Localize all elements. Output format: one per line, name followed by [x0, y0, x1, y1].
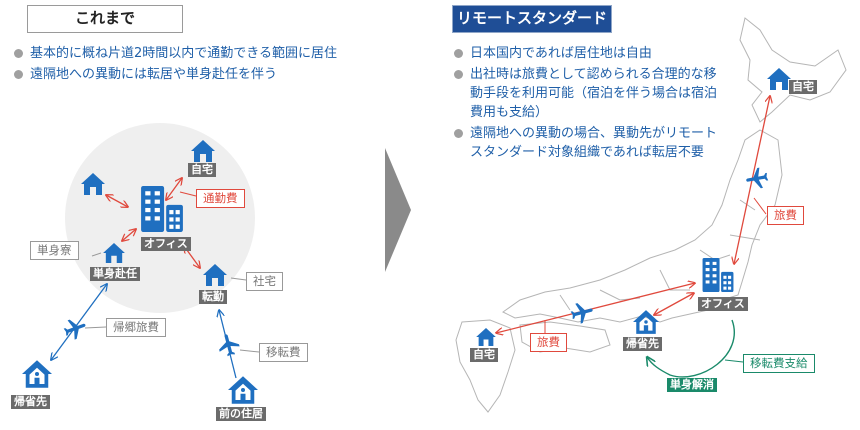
bullet: 遠隔地への異動の場合、異動先がリモートスタンダード対象組織であれば転居不要	[450, 124, 720, 162]
chevron-right-icon	[385, 148, 411, 272]
callout-relocation-cost: 移転費	[259, 343, 308, 362]
home-icon	[476, 328, 496, 346]
callout-travel-cost-north: 旅費	[767, 206, 804, 225]
arrow	[496, 283, 695, 333]
arrow	[166, 178, 182, 200]
bullet: 基本的に概ね片道2時間以内で通勤できる範囲に居住	[10, 44, 360, 63]
label-office: オフィス	[698, 297, 748, 311]
label-hometown: 帰省先	[623, 337, 662, 351]
arrow	[654, 293, 694, 315]
callout-home-travel-cost: 帰郷旅費	[106, 318, 166, 337]
label-hometown: 帰省先	[11, 395, 50, 409]
left-bullets: 基本的に概ね片道2時間以内で通勤できる範囲に居住 遠隔地への異動には転居や単身赴…	[10, 44, 360, 86]
label-home: 自宅	[188, 163, 216, 177]
callout-company-housing: 社宅	[246, 272, 283, 291]
arrow	[122, 229, 136, 241]
label-office: オフィス	[141, 237, 191, 251]
label-end-single-assignment: 単身解消	[667, 378, 717, 392]
callout-dormitory: 単身寮	[30, 241, 79, 260]
airplane-icon	[744, 166, 770, 191]
callout-commute-cost: 通勤費	[196, 189, 245, 208]
airplane-icon	[569, 299, 596, 326]
label-home-north: 自宅	[789, 80, 817, 94]
callout-travel-cost-west: 旅費	[530, 333, 567, 352]
title-right: リモートスタンダード	[452, 5, 612, 33]
office-building-icon	[702, 258, 734, 292]
return-arrow	[647, 319, 735, 378]
label-single-assignment: 単身赴任	[90, 267, 140, 281]
label-transfer: 転勤	[199, 290, 227, 304]
label-previous-home: 前の住居	[216, 407, 266, 421]
right-bullets: 日本国内であれば居住地は自由 出社時は旅費として認められる合理的な移動手段を利用…	[450, 44, 720, 164]
title-left: これまで	[27, 5, 183, 33]
bullet: 出社時は旅費として認められる合理的な移動手段を利用可能（宿泊を伴う場合は宿泊費用…	[450, 65, 720, 122]
bullet: 日本国内であれば居住地は自由	[450, 44, 720, 63]
arrow	[106, 195, 128, 207]
home-icon	[767, 68, 791, 90]
hokkaido-outline	[739, 17, 847, 123]
bullet: 遠隔地への異動には転居や単身赴任を伴う	[10, 65, 360, 84]
label-home-west: 自宅	[470, 348, 498, 362]
callout-relocation-paid: 移転費支給	[743, 354, 815, 373]
arrow	[51, 284, 107, 360]
